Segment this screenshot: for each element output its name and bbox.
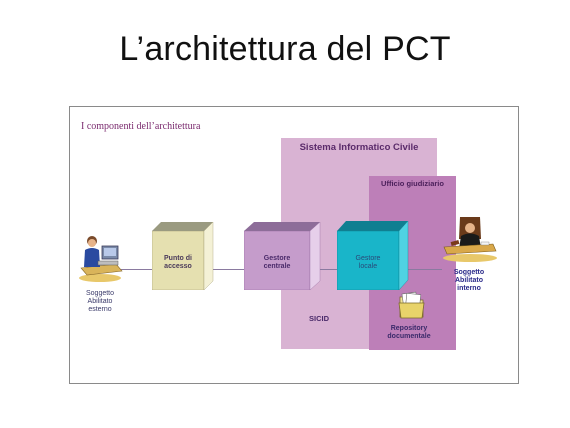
diagram-caption: I componenti dell’architettura (81, 121, 201, 132)
connector-esterno-punto (120, 269, 152, 270)
repository-label-line2: documentale (387, 333, 431, 340)
repository-label-line1: Repository (390, 325, 428, 332)
esterno-label-line2: Abilitato (87, 298, 113, 305)
connector-locale-interno (408, 269, 442, 270)
interno-label-line1: Soggetto (453, 269, 485, 276)
sistema-informatico-civile-title: Sistema Informatico Civile (299, 142, 419, 153)
punto-di-accesso-box: Punto di accesso (152, 222, 214, 290)
connector-centrale-locale (312, 269, 337, 270)
person-at-computer-icon (76, 233, 126, 288)
architecture-diagram: I componenti dell’architettura Sistema I… (69, 106, 519, 384)
gestore-locale-label-line2: locale (358, 263, 378, 270)
esterno-label-line3: esterno (88, 306, 112, 313)
gestore-locale-label-line1: Gestore (355, 255, 381, 262)
punto-di-accesso-label-line2: accesso (164, 263, 192, 270)
ufficio-giudiziario-title: Ufficio giudiziario (381, 179, 444, 188)
folder-icon (397, 291, 427, 326)
esterno-label-line1: Soggetto (85, 290, 115, 297)
interno-label-line2: Abilitato (455, 277, 483, 284)
connector-punto-centrale (213, 269, 244, 270)
soggetto-abilitato-esterno-label: Soggetto Abilitato esterno (74, 290, 126, 314)
repository-documentale-label: Repository documentale (379, 325, 439, 341)
gestore-centrale-label-line1: Gestore (263, 255, 291, 262)
interno-label-line3: interno (457, 285, 481, 292)
gestore-centrale-label-line2: centrale (263, 263, 291, 270)
punto-di-accesso-label: Punto di accesso (152, 255, 204, 271)
gestore-centrale-box: Gestore centrale (244, 222, 322, 290)
soggetto-abilitato-interno-label: Soggetto Abilitato interno (444, 269, 494, 293)
gestore-centrale-label: Gestore centrale (244, 255, 310, 271)
punto-di-accesso-label-line1: Punto di (164, 255, 192, 262)
slide-title: L’architettura del PCT (119, 30, 451, 68)
gestore-locale-label: Gestore locale (337, 255, 399, 271)
judge-at-desk-icon (439, 215, 499, 268)
gestore-locale-box: Gestore locale (337, 221, 409, 290)
sicid-label: SICID (309, 314, 330, 323)
